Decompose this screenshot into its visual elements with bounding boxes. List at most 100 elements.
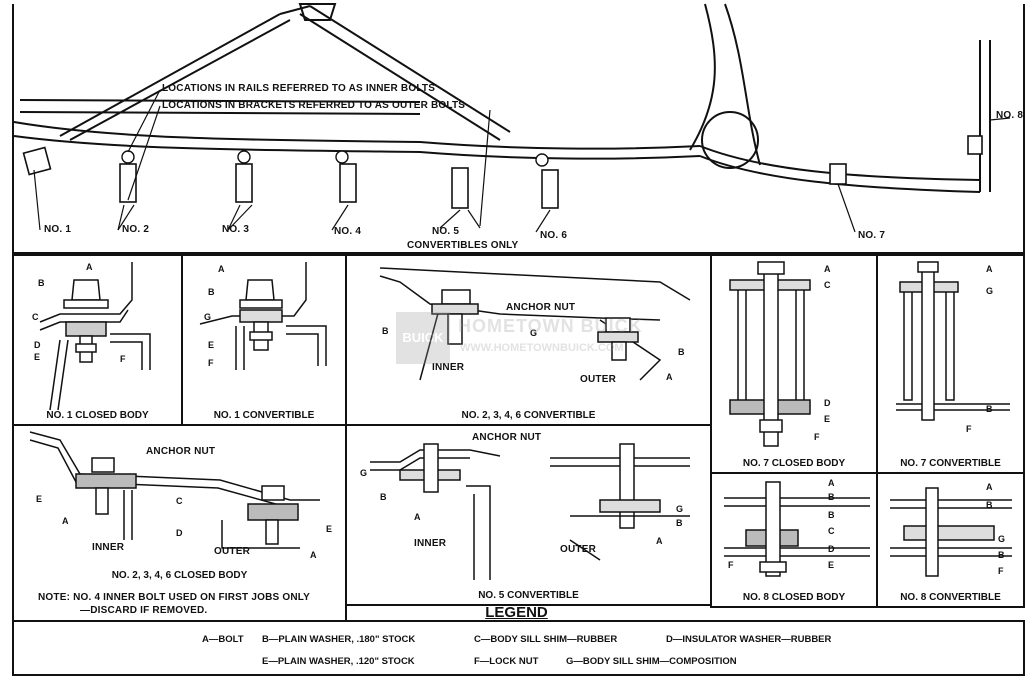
watermark-url: WWW.HOMETOWNBUICK.COM [460,342,624,354]
callout-e: E [326,524,333,534]
convertibles-only-note: CONVERTIBLES ONLY [407,240,519,251]
inner-label: INNER [92,542,125,553]
callout-a: A [414,512,421,522]
caption-no7-convertible: NO. 7 CONVERTIBLE [900,458,1001,469]
callout-a: A [656,536,663,546]
callout-a: A [828,478,835,488]
callout-f: F [120,354,126,364]
anchor-nut-label: ANCHOR NUT [506,302,576,313]
callout-e: E [208,340,215,350]
legend-b: B—PLAIN WASHER, .180" STOCK [262,634,416,645]
caption-no8-convertible: NO. 8 CONVERTIBLE [900,592,1001,603]
legend-g: G—BODY SILL SHIM—COMPOSITION [566,656,737,667]
caption-no1-closed-body: NO. 1 CLOSED BODY [46,410,149,421]
location-no3: NO. 3 [222,224,250,235]
outer-label: OUTER [214,546,250,557]
bracket-no2 [119,163,137,203]
legend-a: A—BOLT [202,634,244,645]
watermark-badge: BUICK [396,312,450,364]
anchor-nut-label: ANCHOR NUT [146,446,216,457]
callout-b: B [998,550,1005,560]
callout-b: B [828,492,835,502]
bracket-no3 [235,163,253,203]
bracket-no1 [22,146,52,176]
legend-d: D—INSULATOR WASHER—RUBBER [666,634,832,645]
bracket-no4 [339,163,357,203]
callout-d: D [828,544,835,554]
caption-no1-convertible: NO. 1 CONVERTIBLE [213,410,315,421]
callout-a: A [824,264,831,274]
caption-no2346-convertible: NO. 2, 3, 4, 6 CONVERTIBLE [461,410,596,421]
callout-g: G [530,328,538,338]
panel-no8-convertible [876,472,1025,608]
callout-g: G [204,312,212,322]
callout-g: G [986,286,994,296]
note-line-2: —DISCARD IF REMOVED. [80,605,208,616]
anchor-nut-label: ANCHOR NUT [472,432,542,443]
location-no2: NO. 2 [122,224,150,235]
outer-label: OUTER [580,374,616,385]
callout-a: A [310,550,317,560]
legend-e: E—PLAIN WASHER, .120" STOCK [262,656,415,667]
callout-d: D [176,528,183,538]
callout-e: E [824,414,831,424]
callout-b: B [678,347,685,357]
legend-title: LEGEND [485,604,548,621]
callout-b: B [986,404,993,414]
callout-b: B [38,278,45,288]
outer-bolts-note: LOCATIONS IN BRACKETS REFERRED TO AS OUT… [162,100,466,111]
callout-d: D [824,398,831,408]
callout-f: F [814,432,820,442]
callout-g: G [360,468,368,478]
callout-b: B [986,500,993,510]
callout-c: C [824,280,831,290]
callout-e: E [36,494,43,504]
callout-c: C [828,526,835,536]
caption-no7-closed-body: NO. 7 CLOSED BODY [742,458,846,469]
callout-f: F [966,424,972,434]
location-no8: NO. 8 [996,110,1024,121]
inner-label: INNER [414,538,447,549]
callout-g: G [676,504,684,514]
callout-c: C [176,496,183,506]
legend-panel [12,620,1025,676]
bracket-no8 [967,135,983,155]
callout-b: B [382,326,389,336]
callout-a: A [62,516,69,526]
callout-f: F [998,566,1004,576]
callout-a: A [986,264,993,274]
callout-d: D [34,340,41,350]
callout-a: A [666,372,673,382]
legend-f: F—LOCK NUT [474,656,539,667]
caption-no2346-closed-body: NO. 2, 3, 4, 6 CLOSED BODY [111,570,248,581]
callout-e: E [34,352,41,362]
watermark-name: HOMETOWN BUICK [458,316,643,336]
watermark: BUICK HOMETOWN BUICK WWW.HOMETOWNBUICK.C… [396,308,646,368]
callout-g: G [998,534,1006,544]
callout-b: B [380,492,387,502]
panel-no5-convertible [345,424,712,606]
caption-no8-closed-body: NO. 8 CLOSED BODY [742,592,846,603]
callout-a: A [86,262,93,272]
location-no5: NO. 5 [432,226,460,237]
callout-a: A [218,264,225,274]
legend-c: C—BODY SILL SHIM—RUBBER [474,634,618,645]
bracket-no5 [451,167,469,209]
callout-c: C [32,312,39,322]
inner-label: INNER [432,362,465,373]
callout-b: B [208,287,215,297]
outer-label: OUTER [560,544,596,555]
callout-f: F [728,560,734,570]
callout-f: F [208,358,214,368]
location-no7: NO. 7 [858,230,886,241]
callout-b: B [828,510,835,520]
frame-overview-panel [12,4,1025,254]
callout-b: B [676,518,683,528]
callout-e: E [828,560,835,570]
inner-bolts-note: LOCATIONS IN RAILS REFERRED TO AS INNER … [162,83,436,94]
note-line-1: NOTE: NO. 4 INNER BOLT USED ON FIRST JOB… [38,592,311,603]
callout-a: A [986,482,993,492]
location-no1: NO. 1 [44,224,72,235]
